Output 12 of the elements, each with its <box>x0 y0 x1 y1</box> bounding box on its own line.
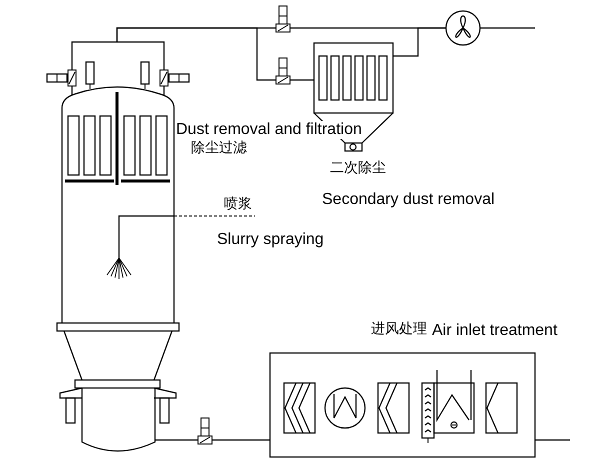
caption-text: 进风处理 <box>371 322 427 338</box>
caption-text: Secondary dust removal <box>322 191 495 209</box>
pipe-line <box>393 27 446 57</box>
pipe-line <box>535 439 570 441</box>
caption-text: Dust removal and filtration <box>176 121 362 139</box>
pipe-line <box>480 27 535 29</box>
caption-text: 二次除尘 <box>330 161 386 176</box>
pipe-line <box>116 27 314 81</box>
caption-text: Slurry spraying <box>217 231 324 249</box>
pipe-line <box>190 439 270 441</box>
caption-text: 喷浆 <box>224 197 252 212</box>
caption-text: 除尘过滤 <box>191 141 247 156</box>
